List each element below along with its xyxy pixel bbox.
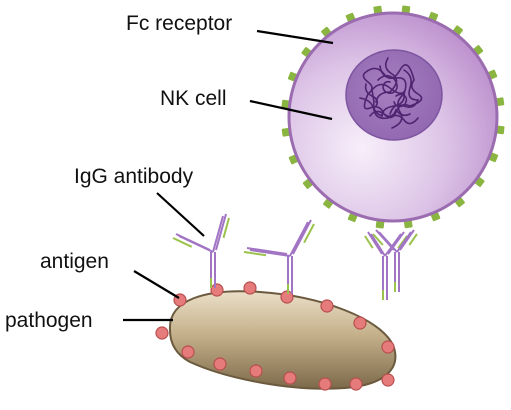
nucleus xyxy=(345,49,443,141)
igg-antibody-label: IgG antibody xyxy=(74,165,194,188)
antigen xyxy=(155,326,169,340)
antibody-group xyxy=(172,213,418,300)
chromatin xyxy=(359,57,423,129)
antibody-heavy-arm xyxy=(370,233,386,257)
leader-lines xyxy=(123,29,334,322)
pathogen xyxy=(155,281,397,391)
igg-antibody xyxy=(172,213,230,288)
antibody-heavy-arm xyxy=(292,219,312,255)
nk-cell-leader xyxy=(249,99,333,121)
antibody-heavy-arm xyxy=(399,229,415,251)
antibody-light-chain xyxy=(397,235,408,249)
antigen xyxy=(181,345,195,359)
fc-receptor-label: Fc receptor xyxy=(126,12,232,35)
antibody-light-chain xyxy=(222,217,230,239)
antigen-group xyxy=(155,281,395,391)
igg-antibody-leader xyxy=(156,192,205,237)
antibody-light-chain xyxy=(243,251,267,257)
antigen-leader xyxy=(133,270,180,299)
antibody-heavy-arm xyxy=(212,215,224,253)
antibody-light-chain xyxy=(408,233,418,246)
antibody-heavy-arm xyxy=(175,233,211,251)
antibody-heavy-arm xyxy=(384,233,402,257)
antibody-heavy-arm xyxy=(289,221,309,257)
antigen xyxy=(318,377,332,391)
antigen xyxy=(320,299,334,313)
antigen xyxy=(353,316,367,330)
antigen xyxy=(283,371,297,385)
antibody-light-chain xyxy=(364,235,374,249)
antibody-light-chain xyxy=(372,233,384,246)
antigen xyxy=(210,283,224,297)
antibody-heavy-arm xyxy=(249,249,291,257)
antibody-heavy-arm xyxy=(246,247,288,255)
igg-antibody xyxy=(372,229,418,292)
antigen-label: antigen xyxy=(40,250,109,273)
antibody-light-chain xyxy=(172,237,193,248)
antigen xyxy=(249,364,263,378)
antibody-light-chain xyxy=(303,223,315,244)
fc-receptor-leader xyxy=(256,29,334,45)
nk-cell xyxy=(281,5,505,229)
pathogen-body xyxy=(168,290,397,390)
igg-antibody xyxy=(364,231,408,300)
antibody-heavy-arm xyxy=(387,231,405,255)
antigen xyxy=(381,340,395,354)
pathogen-label: pathogen xyxy=(5,309,93,332)
igg-antibody xyxy=(243,219,315,294)
antibody-heavy-arm xyxy=(367,231,383,255)
antibody-heavy-arm xyxy=(396,231,412,253)
antigen xyxy=(243,281,257,295)
antigen xyxy=(349,377,363,391)
antibody-heavy-arm xyxy=(375,229,395,251)
antibody-heavy-arm xyxy=(215,213,227,251)
nk-cell-label: NK cell xyxy=(160,87,227,110)
antigen xyxy=(213,357,227,371)
antigen xyxy=(381,373,395,387)
